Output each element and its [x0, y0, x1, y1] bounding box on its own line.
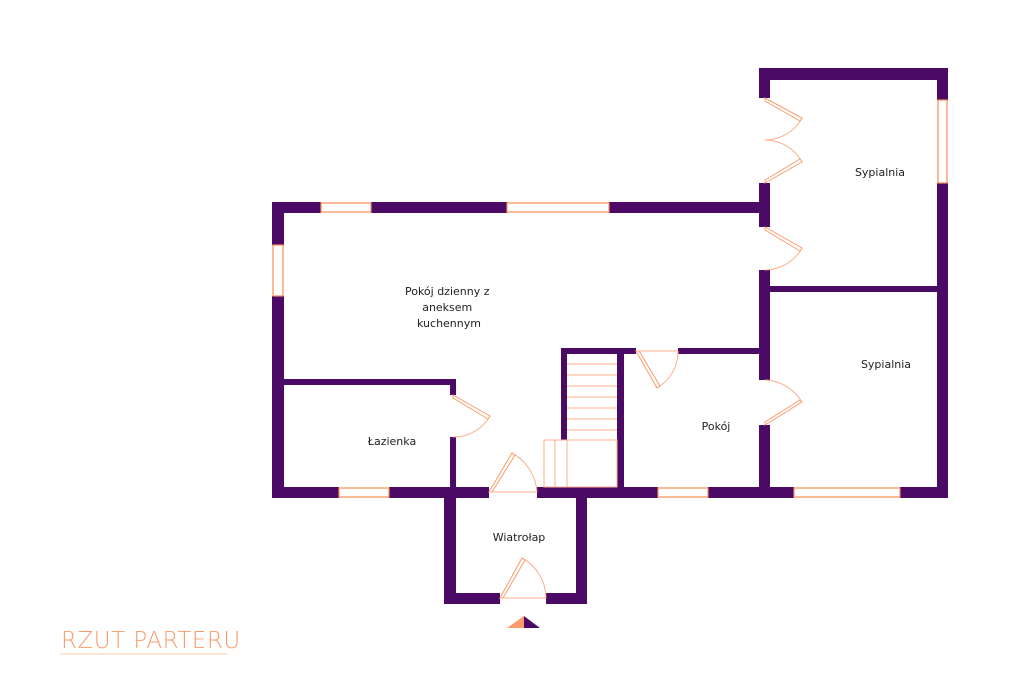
room-label-living: Pokój dzienny z aneksem kuchennym — [405, 285, 493, 330]
room-label-vestibule: Wiatrołap — [493, 531, 546, 544]
room-label-bedroom-top: Sypialnia — [855, 166, 905, 179]
plan-title: RZUT PARTERU — [61, 628, 241, 654]
north-arrow-icon — [507, 616, 540, 628]
room-label-bedroom-bottom: Sypialnia — [861, 358, 911, 371]
room-label-bathroom: Łazienka — [367, 435, 416, 448]
staircase — [543, 363, 618, 488]
walls — [272, 68, 948, 604]
windows — [272, 99, 948, 498]
doors — [452, 97, 803, 599]
room-label-room: Pokój — [702, 420, 731, 433]
